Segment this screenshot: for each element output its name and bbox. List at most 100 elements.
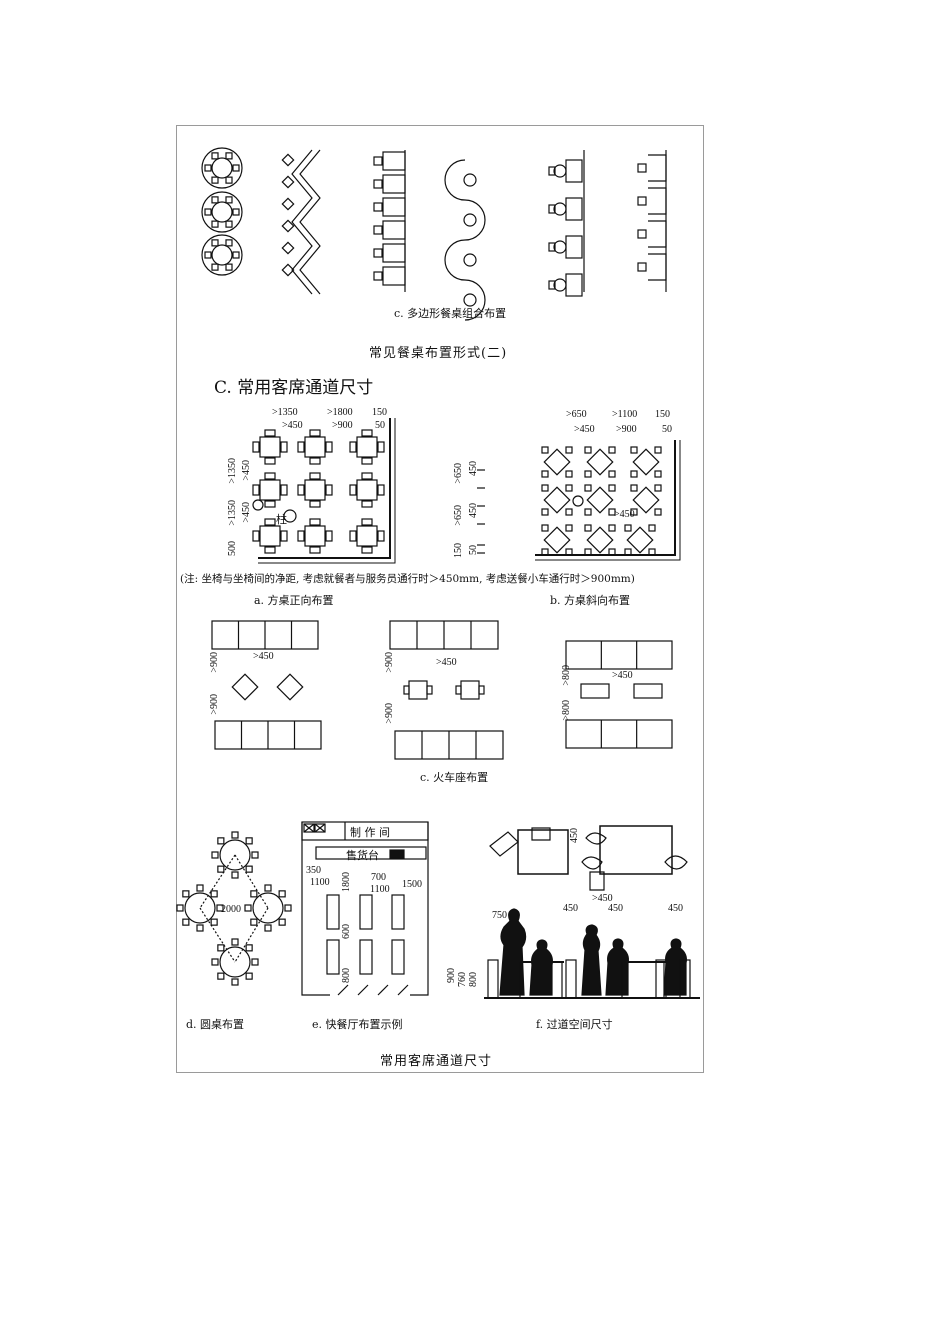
dim-a-top-4: >450 xyxy=(282,420,303,431)
caption-square-diagonal: b. 方桌斜向布置 xyxy=(550,594,631,607)
dim-ff-1100: 1100 xyxy=(310,877,330,888)
dim-train3-1: >800 xyxy=(561,665,572,686)
chair xyxy=(541,524,549,532)
section-heading-c: C. 常用客席通道尺寸 xyxy=(214,378,374,398)
caption-aisle-space: f. 过道空间尺寸 xyxy=(536,1018,613,1031)
table xyxy=(382,151,406,171)
chair xyxy=(176,904,184,912)
ring-table-inner xyxy=(211,201,233,223)
chair xyxy=(196,884,204,892)
chair xyxy=(608,508,616,516)
dim-ff-600: 600 xyxy=(341,924,352,939)
chair xyxy=(251,958,259,966)
table xyxy=(382,174,406,194)
chair xyxy=(284,904,292,912)
square-table xyxy=(259,525,281,547)
aisle-space-diagram xyxy=(484,825,700,999)
chair xyxy=(281,175,295,189)
chair xyxy=(232,208,240,216)
chair xyxy=(373,225,383,235)
dim-train2-3: >900 xyxy=(384,703,395,724)
chair xyxy=(377,441,385,453)
dim-aisle-450a: 450 xyxy=(569,828,580,843)
table xyxy=(565,197,583,221)
round-table xyxy=(219,839,251,871)
diagonal-table xyxy=(626,526,654,554)
booth-row xyxy=(565,719,673,749)
chair xyxy=(297,484,305,496)
square-table xyxy=(259,436,281,458)
dim-a-top-5: >900 xyxy=(332,420,353,431)
chair xyxy=(553,202,567,216)
chair xyxy=(325,441,333,453)
chair xyxy=(565,470,573,478)
chair xyxy=(225,152,233,160)
round-table-layout xyxy=(176,831,292,986)
chair xyxy=(349,484,357,496)
dim-a-top-1: >1350 xyxy=(272,407,298,418)
chair xyxy=(548,204,556,214)
chair xyxy=(182,890,190,898)
chair xyxy=(584,446,592,454)
chair xyxy=(264,924,272,932)
chair xyxy=(565,548,573,556)
chair xyxy=(584,508,592,516)
chair xyxy=(245,865,253,873)
ring-table xyxy=(201,147,243,189)
chair xyxy=(211,239,219,247)
chair xyxy=(280,484,288,496)
dim-b-top-2: >1100 xyxy=(612,409,638,420)
chair xyxy=(264,457,276,465)
chair xyxy=(216,904,224,912)
chair xyxy=(204,164,212,172)
dim-mid-6: 50 xyxy=(468,545,479,555)
square-table xyxy=(460,680,480,700)
dim-mid-5: 150 xyxy=(453,543,464,558)
dim-b-top-6: 50 xyxy=(662,424,672,435)
square-table xyxy=(356,436,378,458)
table xyxy=(382,243,406,263)
chair xyxy=(548,280,556,290)
chair xyxy=(584,470,592,478)
square-tables-straight xyxy=(252,418,396,564)
chair xyxy=(648,524,656,532)
chair xyxy=(245,972,253,980)
chair xyxy=(624,524,632,532)
spacing-line xyxy=(234,907,269,963)
chair xyxy=(541,548,549,556)
chair xyxy=(565,446,573,454)
chair xyxy=(608,470,616,478)
square-table xyxy=(259,479,281,501)
chair xyxy=(325,530,333,542)
diagonal-table xyxy=(276,673,304,701)
label-counter: 售货台 xyxy=(346,849,379,862)
label-column: 柱 xyxy=(276,513,287,526)
chair xyxy=(541,446,549,454)
dim-mid-4: 450 xyxy=(468,503,479,518)
dim-mid-3: >650 xyxy=(453,505,464,526)
chair xyxy=(231,938,239,946)
chair xyxy=(608,548,616,556)
diagonal-table xyxy=(586,448,614,476)
chair xyxy=(608,446,616,454)
dim-aisle-gt450: >450 xyxy=(592,893,613,904)
chair xyxy=(373,271,383,281)
chair-spacing-diagram xyxy=(477,469,485,554)
chair xyxy=(361,472,373,480)
counter-table xyxy=(359,894,373,930)
dim-aisle-450d: 450 xyxy=(668,903,683,914)
polygon-table-combinations xyxy=(201,147,667,321)
chair xyxy=(245,944,253,952)
chair xyxy=(244,904,252,912)
chair xyxy=(309,518,321,526)
chair xyxy=(349,530,357,542)
dim-train1-2: >450 xyxy=(253,651,274,662)
chair xyxy=(373,156,383,166)
dim-a-top-3: 150 xyxy=(372,407,387,418)
chair xyxy=(225,176,233,184)
square-table xyxy=(408,680,428,700)
chair xyxy=(264,429,276,437)
round-table xyxy=(184,892,216,924)
dim-b-top-1: >650 xyxy=(566,409,587,420)
diagonal-table xyxy=(543,486,571,514)
